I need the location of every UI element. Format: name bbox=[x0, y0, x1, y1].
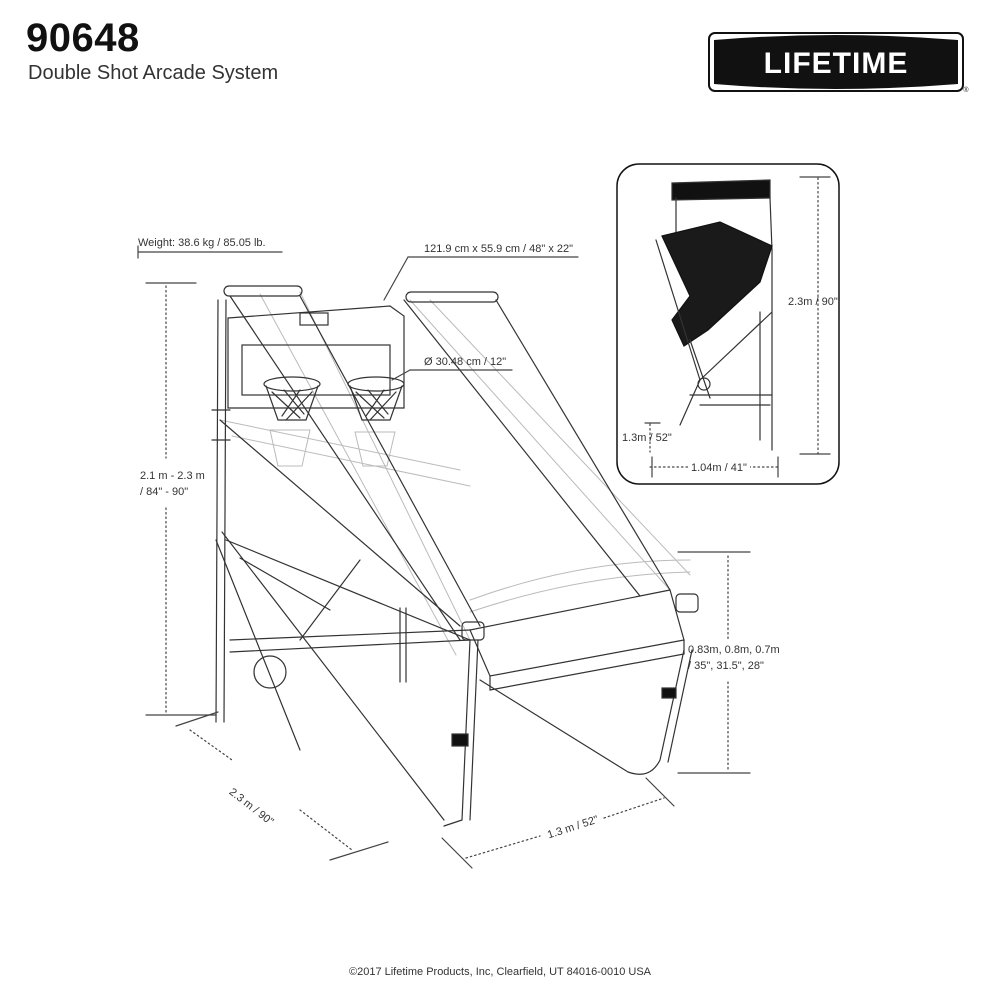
product-name: Double Shot Arcade System bbox=[28, 62, 279, 84]
lifetime-logo: LIFETIME ® bbox=[708, 32, 969, 94]
folded-footprint-label: 1.04m / 41" bbox=[688, 462, 750, 474]
arcade-illustration bbox=[211, 285, 699, 827]
folded-view-frame bbox=[616, 163, 840, 485]
weight-label: Weight: 38.6 kg / 85.05 lb. bbox=[138, 237, 266, 249]
height-range-label-imperial: / 84" - 90" bbox=[140, 486, 189, 498]
height-range-label: 2.1 m - 2.3 m bbox=[140, 470, 205, 482]
ramp-height-label: 0.83m, 0.8m, 0.7m bbox=[688, 644, 780, 656]
folded-arcade-illustration bbox=[655, 179, 773, 451]
folded-depth-label: 1.3m / 52" bbox=[622, 432, 672, 444]
backboard-size-label: 121.9 cm x 55.9 cm / 48" x 22" bbox=[424, 243, 574, 255]
svg-text:®: ® bbox=[963, 86, 969, 94]
folded-height-label: 2.3m / 90" bbox=[788, 296, 838, 308]
ramp-height-label-imperial: / 35", 31.5", 28" bbox=[688, 660, 764, 672]
rim-diameter-label: Ø 30.48 cm / 12" bbox=[424, 356, 507, 368]
model-number: 90648 bbox=[26, 16, 140, 60]
copyright-footer: ©2017 Lifetime Products, Inc, Clearfield… bbox=[348, 966, 651, 978]
svg-text:LIFETIME: LIFETIME bbox=[764, 47, 909, 80]
